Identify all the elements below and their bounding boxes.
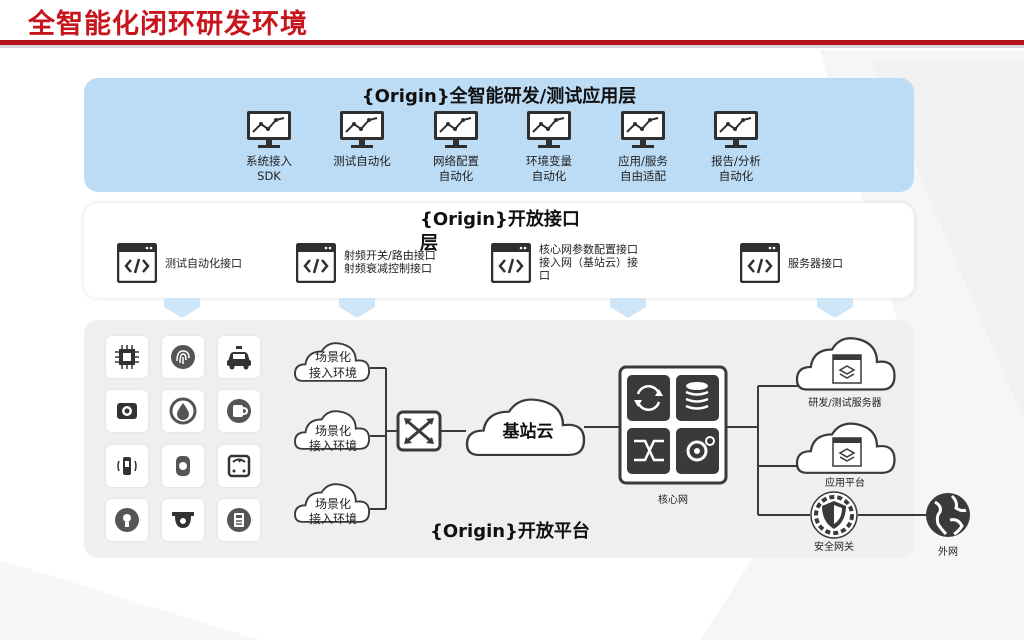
connection-lines [370,367,928,516]
speaker-icon [117,403,137,419]
device-tile [106,336,148,378]
app-item-label: 系统接入 SDK [246,154,292,183]
scene-cloud: 场景化 接入环境 [294,342,371,382]
monitor-chart-icon [621,111,665,148]
scene-cloud-label: 场景化 [315,350,351,364]
security-gateway-label: 安全网关 [814,540,854,553]
monitor-chart-icon [714,111,758,148]
page-title: 全智能化闭环研发环境 [28,9,308,40]
core-network-icon: 核心网 [618,365,728,506]
rd-test-server-label: 研发/测试服务器 [808,396,881,409]
app-item-label: 应用/服务 自由适配 [618,154,668,183]
server-window-icon [832,437,862,467]
wearable-icon [117,457,137,475]
code-window-icon [740,243,780,283]
device-tile [218,445,260,487]
scene-cloud-label: 场景化 [315,424,351,438]
app-item-label: 测试自动化 [333,154,391,168]
app-platform-label: 应用平台 [825,476,865,489]
bulb-icon [115,508,139,532]
device-tile [162,390,204,432]
scene-cloud-label: 接入环境 [309,511,357,526]
code-window-icon [296,243,336,283]
api-item-label: 核心网参数配置接口 接入网（基站云）接 口 [539,243,638,282]
monitor-chart-icon [247,111,291,148]
code-window-icon [491,243,531,283]
globe-icon: 外网 [926,493,970,558]
scene-cloud-label: 接入环境 [309,438,357,453]
device-tile [162,445,204,487]
shield-tag-icon [176,456,190,476]
app-layer: {Origin}全智能研发/测试应用层 系统接入 SDK 测试自动化 网络配置 … [84,78,914,192]
api-item-server: 服务器接口 [740,243,870,285]
rd-test-server: 研发/测试服务器 [795,337,896,409]
api-item-test-automation: 测试自动化接口 [117,243,257,285]
app-item-test-automation: 测试自动化 [317,110,407,169]
api-item-label: 测试自动化接口 [165,257,242,270]
scene-cloud-label: 场景化 [315,497,351,511]
fingerprint-icon [171,345,195,369]
app-platform: 应用平台 [795,422,896,489]
api-item-label: 射频开关/路由接口 射频衰减控制接口 [344,249,436,275]
api-item-core-network: 核心网参数配置接口 接入网（基站云）接 口 [491,243,666,285]
server-window-icon [832,354,862,384]
monitor-chart-icon [340,111,384,148]
platform-title: {Origin}开放平台 [430,521,590,542]
chip-icon [115,345,139,369]
device-tile [106,390,148,432]
device-tile [218,499,260,541]
api-item-rf: 射频开关/路由接口 射频衰减控制接口 [296,243,456,285]
app-item-label: 环境变量 自动化 [526,154,572,183]
app-item-label: 报告/分析 自动化 [711,154,761,183]
code-window-icon [117,243,157,283]
monitor-chart-icon [434,111,478,148]
base-station-label: 基站云 [502,421,554,442]
device-tile [218,390,260,432]
scene-cloud-label: 接入环境 [309,365,357,380]
api-layer-title: {Origin}开放接口 层 [420,209,580,254]
security-gateway-icon: 安全网关 [810,491,858,553]
api-layer: {Origin}开放接口 层 测试自动化接口 射频开关/路由接口 射频衰减控制接… [84,203,914,298]
app-item-env-vars: 环境变量 自动化 [504,110,594,184]
base-station-cloud: 基站云 [465,398,586,457]
app-item-network-config: 网络配置 自动化 [411,110,501,184]
monitor-chart-icon [527,111,571,148]
device-tile [106,445,148,487]
cup-icon [227,399,251,423]
scene-cloud: 场景化 接入环境 [294,483,371,526]
device-tile [218,336,260,378]
app-item-app-service: 应用/服务 自由适配 [598,110,688,184]
scale-icon [227,454,251,478]
scene-cloud: 场景化 接入环境 [294,410,371,453]
water-drop-icon [169,397,197,425]
app-item-sdk: 系统接入 SDK [224,110,314,184]
device-tile [106,499,148,541]
api-item-label: 服务器接口 [788,257,843,270]
car-icon [227,346,251,370]
camera-icon [172,512,194,528]
switch-icon [396,410,442,452]
external-network-label: 外网 [938,546,958,558]
core-network-label: 核心网 [658,493,688,506]
meter-icon [227,508,251,532]
app-layer-title: {Origin}全智能研发/测试应用层 [361,86,637,107]
app-item-report: 报告/分析 自动化 [691,110,781,184]
app-item-label: 网络配置 自动化 [433,154,479,183]
device-tile [162,499,204,541]
title-underline [0,40,1024,48]
device-tile [162,336,204,378]
